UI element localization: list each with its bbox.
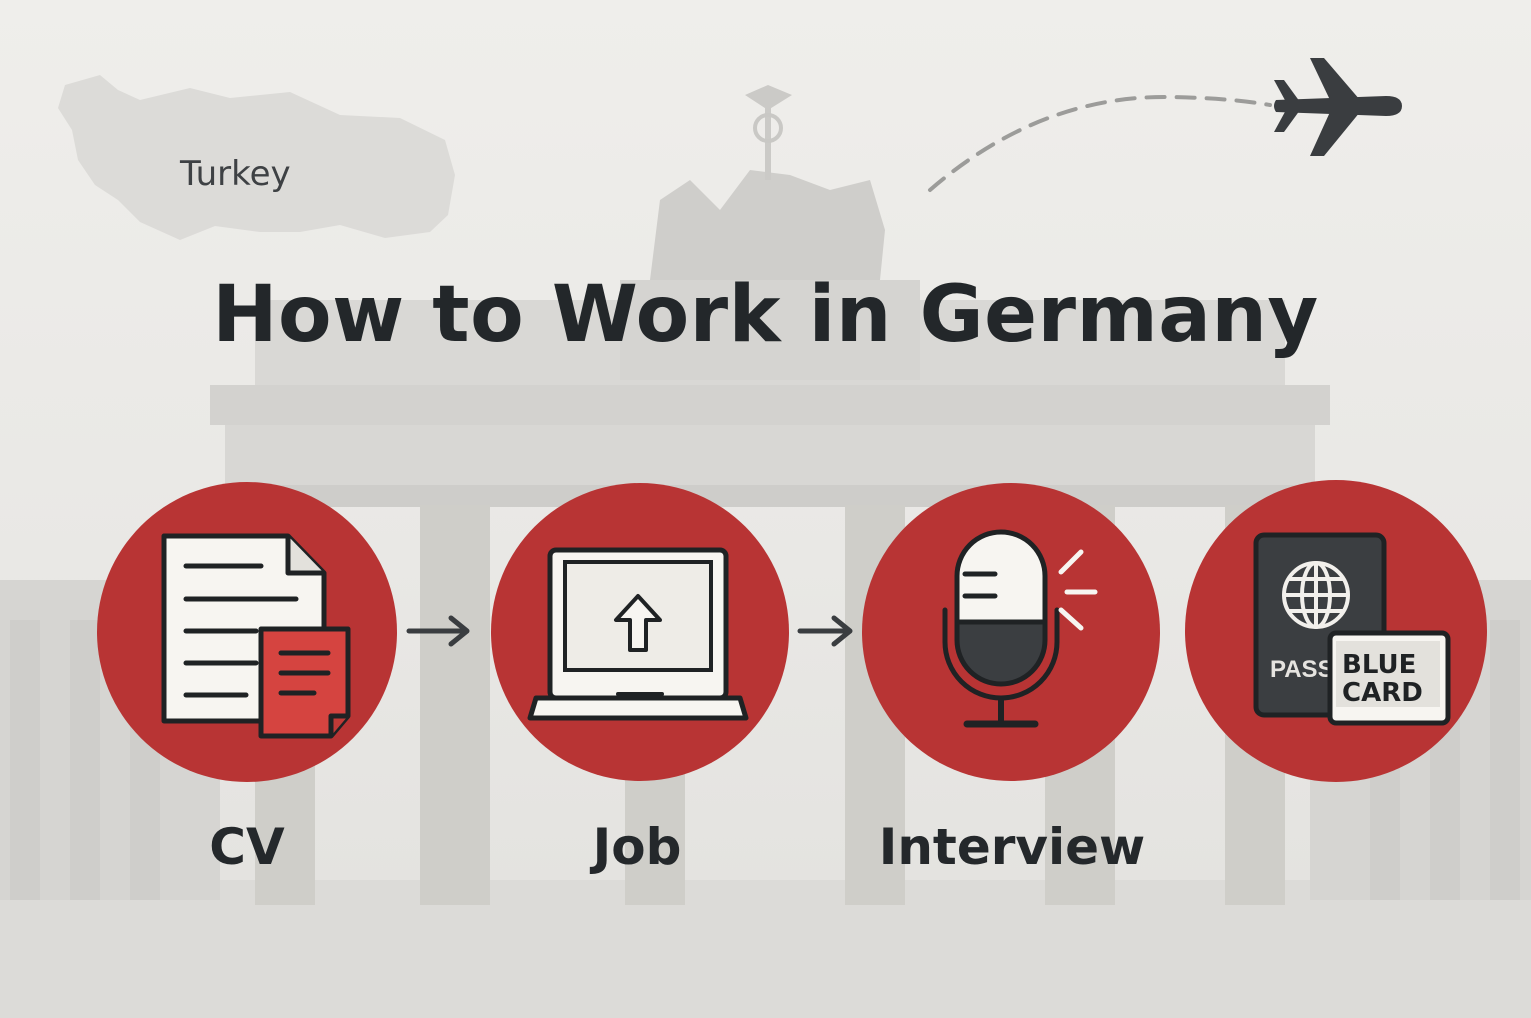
step-cv-circle xyxy=(97,482,397,782)
globe-icon xyxy=(1282,561,1350,629)
card-text-line2: CARD xyxy=(1342,678,1423,708)
card-text-line1: BLUE xyxy=(1342,650,1416,680)
microphone-icon xyxy=(942,529,1098,728)
step-arrow-2 xyxy=(797,615,853,647)
origin-country-label: Turkey xyxy=(180,154,291,194)
flight-path xyxy=(928,94,1272,192)
step-label-interview: Interview xyxy=(878,818,1146,876)
step-label-cv: CV xyxy=(209,818,285,876)
cv-document-icon xyxy=(161,533,351,739)
laptop-upload-icon xyxy=(527,547,749,721)
passport-blue-card-icon: PASSI BLUE CARD xyxy=(1253,532,1451,726)
ground xyxy=(0,880,1531,1018)
page-title: How to Work in Germany xyxy=(212,270,1319,360)
step-job-circle xyxy=(491,483,789,781)
turkey-map-shape xyxy=(58,75,455,240)
step-arrow-1 xyxy=(406,615,470,647)
step-visa-circle: PASSI BLUE CARD xyxy=(1185,480,1487,782)
step-interview-circle xyxy=(862,483,1160,781)
step-label-job: Job xyxy=(592,818,682,876)
airplane-icon xyxy=(1274,58,1402,156)
